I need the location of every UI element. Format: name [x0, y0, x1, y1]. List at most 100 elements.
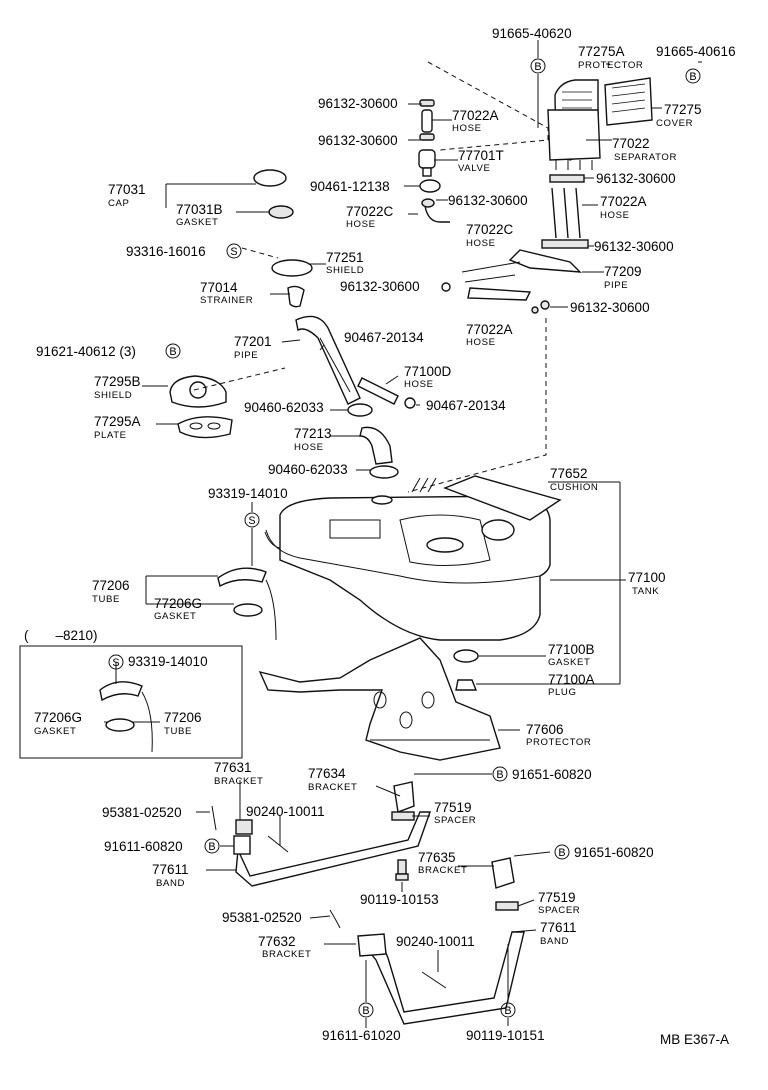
part-number: 77022C	[346, 204, 394, 219]
part-label: GASKET	[548, 657, 591, 668]
screw-symbol: S	[108, 654, 124, 670]
part-number: 77022A	[452, 108, 499, 123]
part-label: SPACER	[538, 905, 580, 916]
part-number: 93316-16016	[126, 244, 206, 259]
bolt-symbol: B	[500, 1002, 516, 1018]
part-number: 77606	[526, 722, 564, 737]
part-number: 77206G	[154, 596, 202, 611]
part-label: PLUG	[548, 687, 577, 698]
part-number: 95381-02520	[222, 910, 302, 925]
inset-range-label: ( –8210)	[24, 628, 98, 643]
part-number: 77251	[326, 250, 364, 265]
part-number: 91665-40616	[656, 44, 736, 59]
part-number: 77611	[540, 920, 577, 935]
part-label: SPACER	[434, 815, 476, 826]
part-number: 77634	[308, 766, 346, 781]
part-number: 90467-20134	[344, 330, 424, 345]
bolt-symbol: B	[165, 343, 181, 359]
hose-valve-group	[418, 99, 450, 223]
part-number: 90240-10011	[246, 804, 325, 819]
svg-text:B: B	[558, 847, 565, 859]
part-label: TUBE	[164, 726, 192, 737]
part-number: 77701T	[458, 148, 504, 163]
part-number: 77100A	[548, 672, 595, 687]
part-label: BAND	[540, 936, 569, 947]
part-number: 77295B	[94, 374, 141, 389]
part-label: TUBE	[92, 594, 120, 605]
part-label: BRACKET	[418, 865, 468, 876]
plug-77100a	[455, 679, 478, 691]
part-number: 91611-60820	[104, 839, 183, 854]
svg-text:B: B	[362, 1005, 369, 1017]
band-77611-upper	[233, 781, 431, 887]
part-label: VALVE	[458, 163, 491, 174]
part-number: 77611	[152, 862, 189, 877]
svg-text:S: S	[248, 515, 255, 527]
bolt-symbol: B	[530, 58, 546, 74]
part-number: 90119-10153	[360, 892, 439, 907]
part-number: 96132-30600	[594, 239, 674, 254]
part-label: PROTECTOR	[526, 737, 591, 748]
leader-lines	[104, 40, 702, 1028]
part-number: 77031B	[176, 202, 223, 217]
part-number: 77100D	[404, 364, 452, 379]
part-label: HOSE	[294, 442, 324, 453]
svg-text:B: B	[496, 769, 503, 781]
part-label: HOSE	[452, 123, 482, 134]
part-number: 77022A	[600, 194, 647, 209]
part-label: BRACKET	[262, 949, 312, 960]
part-label: STRAINER	[200, 295, 253, 306]
part-label: SEPARATOR	[614, 152, 677, 163]
part-number: 77295A	[94, 414, 141, 429]
part-number: 91651-60820	[512, 767, 592, 782]
part-number: 77022C	[466, 222, 514, 237]
part-number: 93319-14010	[128, 654, 208, 669]
part-number: 91665-40620	[492, 26, 572, 41]
bolt-symbol: B	[554, 844, 570, 860]
diagram-code: MB E367-A	[660, 1032, 729, 1047]
part-label: SHIELD	[94, 390, 132, 401]
part-number: 77014	[200, 280, 238, 295]
protector-77606	[258, 637, 501, 761]
part-label: HOSE	[466, 337, 496, 348]
svg-text:B: B	[504, 1005, 511, 1017]
inset-box	[19, 645, 243, 759]
part-number: 77519	[538, 890, 576, 905]
part-label: BRACKET	[308, 782, 358, 793]
part-number: 77022A	[466, 322, 513, 337]
part-number: 77201	[234, 334, 272, 349]
svg-text:B: B	[534, 61, 541, 73]
part-number: 77631	[214, 760, 252, 775]
part-number: 77209	[604, 264, 642, 279]
part-label: HOSE	[600, 210, 630, 221]
part-label: SHIELD	[326, 265, 364, 276]
part-number: 90461-12138	[310, 179, 390, 194]
part-label: PIPE	[234, 350, 258, 361]
part-label: PROTECTOR	[578, 60, 643, 71]
part-number: 90467-20134	[426, 398, 506, 413]
svg-text:B: B	[689, 71, 696, 83]
filler-neck	[253, 169, 416, 479]
part-number: 91651-60820	[574, 845, 654, 860]
part-number: 90119-10151	[466, 1028, 545, 1043]
bolt-symbol: B	[358, 1002, 374, 1018]
screw-symbol: S	[244, 512, 260, 528]
part-label: GASKET	[34, 726, 77, 737]
part-label: HOSE	[466, 238, 496, 249]
pipe-77209	[441, 249, 582, 314]
part-number: 96132-30600	[318, 96, 398, 111]
part-number: 90460-62033	[244, 400, 324, 415]
part-label: COVER	[656, 118, 693, 129]
part-number: 90460-62033	[268, 462, 348, 477]
bolt-symbol: B	[685, 68, 701, 84]
part-number: 77275A	[578, 44, 625, 59]
part-number: 77635	[418, 850, 456, 865]
part-number: 77275	[664, 102, 702, 117]
part-labels: 91665-40620 77275A PROTECTOR 91665-40616…	[34, 26, 736, 1043]
part-label: HOSE	[346, 219, 376, 230]
part-number: 77206	[92, 578, 130, 593]
part-label: TANK	[632, 586, 659, 597]
part-number: 96132-30600	[318, 133, 398, 148]
part-number: 77022	[612, 136, 650, 151]
